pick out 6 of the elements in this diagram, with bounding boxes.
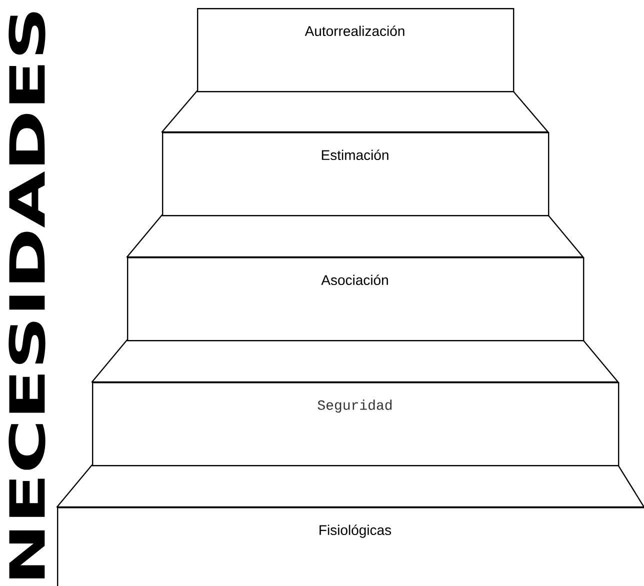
step-box: Seguridad bbox=[92, 382, 620, 466]
vertical-title: NECESIDADES bbox=[8, 12, 46, 578]
step-box: Estimación bbox=[162, 132, 550, 216]
step-box: Asociación bbox=[127, 257, 584, 342]
step-box: Fisiológicas bbox=[57, 507, 644, 586]
step-box: Autorrealización bbox=[197, 8, 514, 92]
